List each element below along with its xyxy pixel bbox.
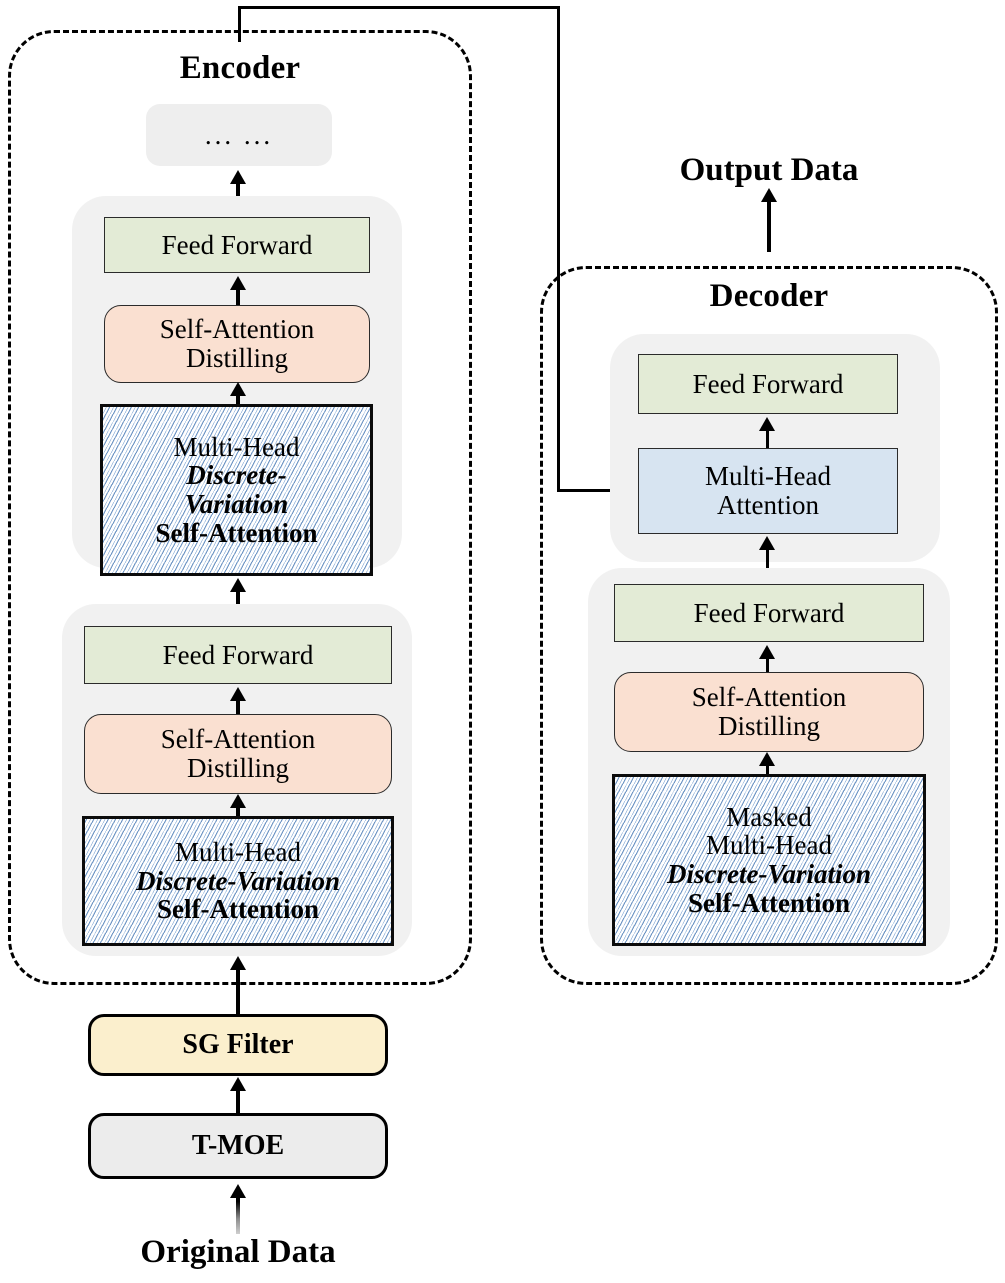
decoder-top-feed-forward-label: Feed Forward — [692, 368, 844, 399]
encoder-bottom-distilling-line-1: Self-Attention — [160, 724, 316, 755]
sg-filter-label: SG Filter — [182, 1029, 294, 1061]
decoder-bottom-distilling-line-2: Distilling — [717, 711, 820, 741]
encoder-bottom-distilling: Self-Attention Distilling — [84, 714, 392, 794]
encoder-bottom-feed-forward-label: Feed Forward — [162, 639, 314, 670]
arrow-dec-bottom-distill-to-ff-head — [759, 645, 776, 659]
arrow-tmoe-to-sgfilter-shaft — [236, 1089, 240, 1113]
decoder-bottom-distilling-line-1: Self-Attention — [691, 682, 847, 713]
decoder-attn-line-2: Multi-Head — [706, 830, 832, 861]
sg-filter-box: SG Filter — [88, 1014, 388, 1076]
encoder-top-multihead-dv-self-attention: Multi-Head Discrete- Variation Self-Atte… — [100, 404, 373, 576]
encoder-bottom-attn-line-3: Self-Attention — [157, 894, 319, 925]
arrow-enc-top-attn-to-distill-head — [229, 382, 246, 396]
encoder-top-feed-forward-label: Feed Forward — [161, 229, 313, 260]
decoder-cross-attention-line-2: Attention — [717, 490, 819, 520]
decoder-attn-line-4: Self-Attention — [688, 887, 850, 918]
arrow-sgfilter-to-encoder-shaft — [236, 968, 240, 1014]
encoder-top-attn-line-4: Self-Attention — [155, 517, 318, 548]
encoder-top-attn-line-3: Variation — [184, 489, 289, 519]
arrow-enc-bottom-to-top-head — [229, 578, 246, 592]
arrow-dec-cross-to-ff-head — [759, 417, 776, 431]
arrow-tmoe-to-sgfilter-head — [229, 1077, 246, 1091]
encoder-top-attn-line-2: Discrete- — [186, 460, 287, 491]
encoder-region — [8, 30, 472, 985]
decoder-masked-multihead-dv-self-attention: Masked Multi-Head Discrete-Variation Sel… — [612, 774, 926, 946]
encoder-top-distilling-line-2: Distilling — [185, 343, 288, 373]
decoder-top-feed-forward: Feed Forward — [638, 354, 898, 414]
arrow-decoder-to-output-shaft — [767, 200, 771, 252]
decoder-bottom-distilling: Self-Attention Distilling — [614, 672, 924, 752]
encoder-to-decoder-drop — [556, 6, 560, 491]
arrow-dec-cross-to-ff-shaft — [766, 428, 770, 450]
decoder-cross-attention-line-1: Multi-Head — [705, 461, 831, 492]
arrow-enc-bottom-attn-to-distill-head — [229, 794, 246, 808]
encoder-to-decoder-riser — [238, 6, 242, 42]
arrow-dec-bottom-attn-to-distill-shaft — [766, 758, 770, 774]
arrow-enc-top-distill-to-ff-head — [229, 276, 246, 290]
encoder-ellipsis-box: ... ... — [146, 104, 332, 166]
encoder-top-distilling: Self-Attention Distilling — [104, 305, 370, 383]
arrow-decoder-to-output-head — [760, 188, 777, 202]
original-data-caption: Original Data — [140, 1234, 336, 1270]
encoder-bottom-feed-forward: Feed Forward — [84, 626, 392, 684]
encoder-bottom-attn-line-1: Multi-Head — [175, 837, 301, 868]
arrow-enc-bottom-distill-to-ff-shaft — [236, 698, 240, 716]
arrow-sgfilter-to-encoder-head — [229, 956, 246, 970]
output-data-caption: Output Data — [679, 152, 859, 188]
encoder-bottom-multihead-dv-self-attention: Multi-Head Discrete-Variation Self-Atten… — [82, 816, 394, 946]
encoder-top-attn-line-1: Multi-Head — [173, 431, 300, 462]
encoder-top-distilling-line-1: Self-Attention — [159, 314, 315, 345]
arrow-enc-top-to-ellipsis-head — [229, 170, 246, 184]
decoder-region — [540, 266, 998, 985]
decoder-title: Decoder — [709, 278, 829, 314]
arrow-dec-bottom-attn-to-distill-head — [759, 752, 776, 766]
arrow-enc-bottom-attn-to-distill-shaft — [236, 800, 240, 816]
arrow-enc-top-attn-to-distill-shaft — [236, 388, 240, 406]
arrow-dec-bottom-distill-to-ff-shaft — [766, 656, 770, 674]
arrow-dec-bottom-to-top-shaft — [766, 548, 770, 586]
encoder-ellipsis-text: ... ... — [204, 119, 274, 150]
arrow-dec-bottom-to-top-head — [759, 536, 776, 550]
decoder-bottom-feed-forward: Feed Forward — [614, 584, 924, 642]
encoder-to-decoder-top-run — [238, 6, 560, 10]
encoder-bottom-distilling-line-2: Distilling — [186, 753, 289, 783]
encoder-top-feed-forward: Feed Forward — [104, 217, 370, 273]
encoder-bottom-attn-line-2: Discrete-Variation — [135, 865, 340, 896]
decoder-attn-line-1: Masked — [726, 801, 812, 832]
decoder-bottom-feed-forward-label: Feed Forward — [693, 597, 845, 628]
arrow-enc-bottom-distill-to-ff-head — [229, 687, 246, 701]
arrow-original-data-shaft — [236, 1196, 240, 1234]
t-moe-box: T-MOE — [88, 1113, 388, 1179]
arrow-enc-top-distill-to-ff-shaft — [236, 287, 240, 307]
encoder-to-decoder-entry — [556, 489, 629, 493]
encoder-title: Encoder — [179, 50, 301, 86]
arrow-original-data-head — [229, 1184, 246, 1198]
decoder-attn-line-3: Discrete-Variation — [666, 859, 871, 889]
t-moe-label: T-MOE — [191, 1130, 285, 1162]
decoder-cross-multihead-attention: Multi-Head Attention — [638, 448, 898, 534]
